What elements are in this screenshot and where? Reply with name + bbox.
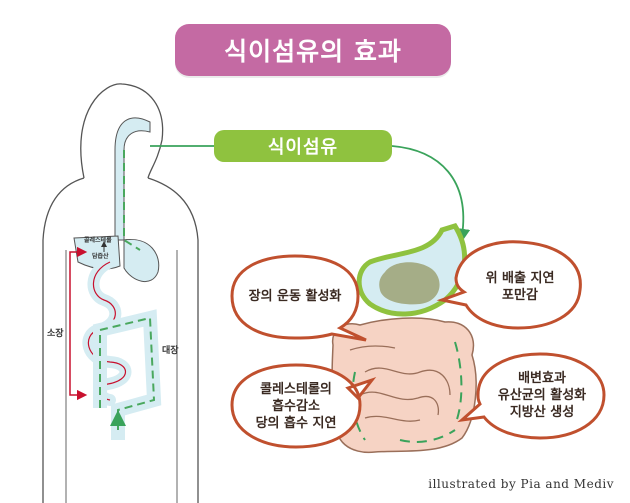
fiber-label-pill: 식이섬유 bbox=[214, 130, 392, 162]
label-bile: 담즙산 bbox=[92, 253, 109, 260]
fiber-label-text: 식이섬유 bbox=[267, 137, 339, 158]
title-banner: 식이섬유의 효과 bbox=[175, 24, 451, 76]
label-cholesterol: 콜레스테롤 bbox=[84, 237, 112, 244]
bubble-bowel-text: 배변효과 유산균의 활성화 지방산 생성 bbox=[497, 371, 587, 420]
label-small-intestine: 소장 bbox=[47, 329, 64, 339]
bubble-bowel bbox=[457, 352, 606, 440]
bubble-stomach bbox=[436, 240, 582, 330]
esophagus bbox=[114, 117, 151, 241]
stomach-small bbox=[123, 238, 160, 282]
illustration-credit: illustrated by Pia and Mediv bbox=[428, 477, 614, 491]
bubble-motion bbox=[230, 254, 367, 342]
human-body bbox=[42, 83, 199, 503]
food-mass bbox=[379, 262, 440, 305]
label-large-intestine: 대장 bbox=[162, 346, 179, 356]
small-intestine-bracket bbox=[69, 246, 88, 401]
bubbles bbox=[230, 240, 606, 449]
bubble-stomach-text: 위 배출 지연 포만감 bbox=[485, 271, 555, 303]
bubble-cholesterol bbox=[230, 363, 377, 449]
bubble-cholesterol-text: 콜레스테롤의 흡수감소 당의 흡수 지연 bbox=[255, 382, 337, 431]
title-text: 식이섬유의 효과 bbox=[224, 37, 402, 66]
bubble-motion-text: 장의 운동 활성화 bbox=[248, 289, 342, 304]
